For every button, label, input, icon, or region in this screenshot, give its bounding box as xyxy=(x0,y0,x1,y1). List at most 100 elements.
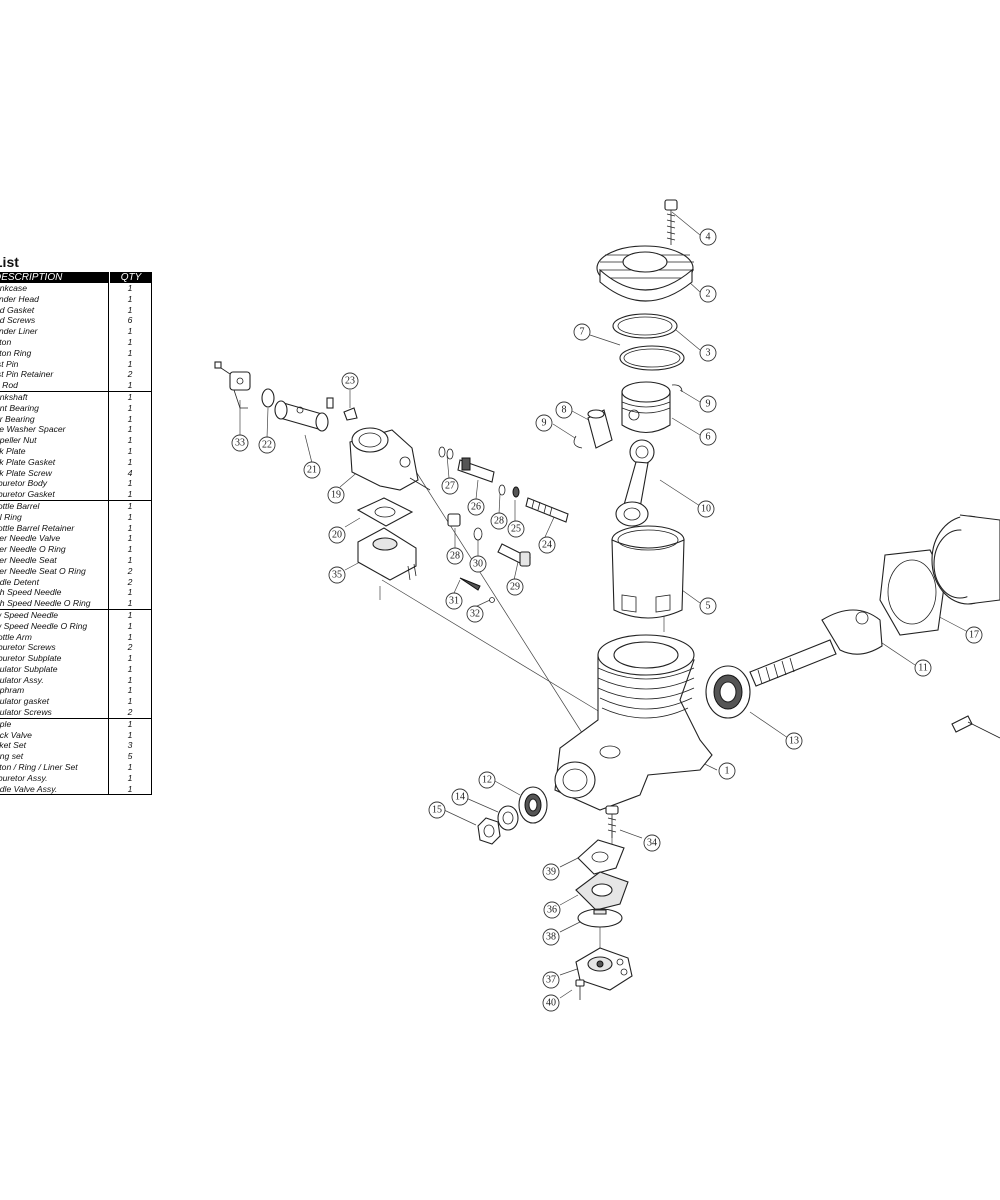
drive-washer-part xyxy=(497,805,519,831)
callout-19-label: 19 xyxy=(331,490,341,501)
rear-bearing-part xyxy=(705,665,751,719)
part-description: linder Head xyxy=(0,293,39,304)
part-qty: 1 xyxy=(108,609,151,621)
part-description: ck Plate xyxy=(0,445,26,456)
part-qty: 1 xyxy=(108,336,151,348)
callout-34-label: 34 xyxy=(647,838,657,849)
header-description: DESCRIPTION xyxy=(0,272,63,283)
part-qty: 2 xyxy=(108,642,151,654)
part-description: gh Speed Needle O Ring xyxy=(0,598,91,609)
callout-8: 8 xyxy=(555,401,573,419)
callout-9-left-label: 9 xyxy=(542,418,547,429)
callout-38-label: 38 xyxy=(546,932,556,943)
callout-9-right: 9 xyxy=(699,395,717,413)
part-qty: 2 xyxy=(108,565,151,577)
callout-33-label: 33 xyxy=(235,438,245,449)
o-rings-group xyxy=(438,446,520,541)
callout-32: 32 xyxy=(466,605,484,623)
part-qty: 1 xyxy=(108,402,151,414)
part-description: gulator gasket xyxy=(0,696,49,707)
part-qty: 1 xyxy=(108,674,151,686)
part-qty: 1 xyxy=(108,445,151,457)
callout-30: 30 xyxy=(469,555,487,573)
carburetor-gasket-part xyxy=(356,497,414,527)
callout-11: 11 xyxy=(914,659,932,677)
part-description: pple xyxy=(0,718,12,729)
needle-detent-part xyxy=(447,513,461,527)
callout-7-label: 7 xyxy=(580,327,585,338)
callout-1: 1 xyxy=(718,762,736,780)
part-qty: 1 xyxy=(108,685,151,697)
callout-40: 40 xyxy=(542,994,560,1012)
part-description: ston xyxy=(0,336,12,347)
callout-28-upper: 28 xyxy=(490,512,508,530)
part-description: rburetor Subplate xyxy=(0,653,62,664)
callout-13: 13 xyxy=(785,732,803,750)
callout-30-label: 30 xyxy=(473,559,483,570)
callout-5: 5 xyxy=(699,597,717,615)
part-qty: 1 xyxy=(108,522,151,534)
part-qty: 1 xyxy=(108,293,151,305)
callout-24: 24 xyxy=(538,536,556,554)
part-qty: 1 xyxy=(108,653,151,664)
part-description: rottle Barrel xyxy=(0,500,40,511)
high-speed-needle-part xyxy=(497,543,531,567)
callout-2-label: 2 xyxy=(706,289,711,300)
part-qty: 1 xyxy=(108,533,151,545)
part-qty: 3 xyxy=(108,740,151,752)
callout-23: 23 xyxy=(341,372,359,390)
lever-needle-valve-part xyxy=(525,497,569,523)
part-qty: 1 xyxy=(108,729,151,741)
part-description: edle Valve Assy. xyxy=(0,783,58,794)
part-qty: 1 xyxy=(108,456,151,468)
crankcase-part xyxy=(554,634,713,811)
nipple-part xyxy=(951,715,1000,739)
parts-row: rburetor Subplate 1 xyxy=(0,653,151,664)
callout-21-label: 21 xyxy=(307,465,317,476)
back-plate-gasket-part xyxy=(879,549,946,636)
callout-20-label: 20 xyxy=(332,530,342,541)
part-qty: 1 xyxy=(108,783,151,795)
part-description: gulator Assy. xyxy=(0,674,44,685)
parts-row: aphram 1 xyxy=(0,685,151,697)
callout-10-label: 10 xyxy=(701,504,711,515)
part-description: ont Bearing xyxy=(0,402,39,413)
part-description: edle Detent xyxy=(0,576,39,587)
wrist-pin-part xyxy=(587,409,613,449)
part-description: w Speed Needle O Ring xyxy=(0,620,88,631)
callout-3-label: 3 xyxy=(706,348,711,359)
part-description: aphram xyxy=(0,685,25,696)
part-qty: 1 xyxy=(108,598,151,609)
callout-37: 37 xyxy=(542,971,560,989)
part-description: rottle Barrel Retainer xyxy=(0,522,75,533)
callout-28-upper-label: 28 xyxy=(494,516,504,527)
callout-17-label: 17 xyxy=(969,630,979,641)
part-description: rburetor Body xyxy=(0,478,48,489)
crankshaft-part xyxy=(749,609,883,687)
part-description: rburetor Gasket xyxy=(0,489,55,500)
part-description: gh Speed Needle xyxy=(0,587,62,598)
seal-ring-part xyxy=(261,388,275,408)
regulator-gasket-part xyxy=(577,839,625,875)
part-description: w Speed Needle xyxy=(0,609,59,620)
regulator-assy-part xyxy=(575,947,633,991)
part-description: ankcase xyxy=(0,283,28,293)
callout-33: 33 xyxy=(231,434,249,452)
callout-34: 34 xyxy=(643,834,661,852)
